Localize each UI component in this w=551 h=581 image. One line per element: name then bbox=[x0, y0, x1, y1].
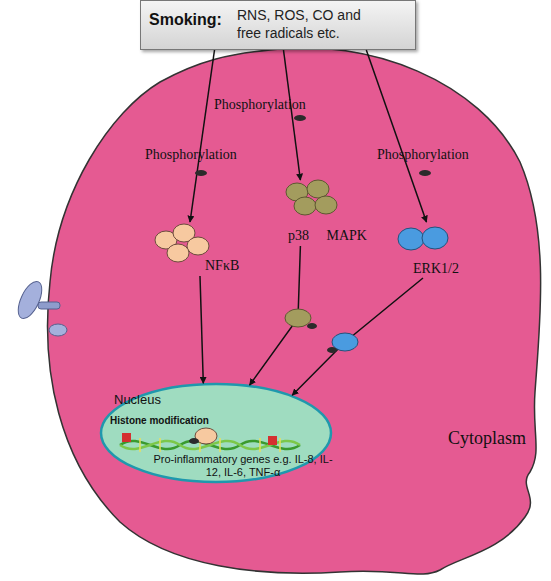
molecule-body bbox=[285, 309, 311, 327]
phosphate-dot bbox=[195, 170, 207, 176]
signal-arrow bbox=[200, 276, 203, 383]
phosphate-dot bbox=[294, 115, 306, 121]
protein-subunit bbox=[307, 180, 329, 198]
source-box: Smoking:RNS, ROS, CO and free radicals e… bbox=[140, 0, 416, 50]
protein-label: ERK1/2 bbox=[413, 261, 473, 277]
phospho-p38-molecule bbox=[285, 309, 317, 329]
protein-label: NFκB bbox=[205, 258, 250, 274]
receptor-stalk bbox=[38, 302, 60, 309]
protein-subunit bbox=[422, 227, 448, 249]
compartment-label: Cytoplasm bbox=[448, 428, 538, 449]
phosphate-dot bbox=[327, 347, 337, 353]
protein-cluster: NFκB bbox=[148, 222, 248, 276]
protein-subunit bbox=[315, 196, 337, 214]
protein-cluster: p38 MAPK bbox=[278, 180, 390, 246]
protein-label: p38 MAPK bbox=[288, 228, 393, 244]
compartment-label: Nucleus bbox=[114, 392, 194, 407]
protein-subunit bbox=[167, 244, 189, 262]
phosphate-dot bbox=[419, 170, 431, 176]
receptor-foot bbox=[49, 324, 67, 336]
phospho-erk-molecule bbox=[327, 333, 358, 353]
gene-list: Pro-inflammatory genes e.g. IL-8, IL-12,… bbox=[148, 453, 338, 479]
phosphate-dot bbox=[307, 323, 317, 329]
source-heading: Smoking: bbox=[149, 11, 235, 29]
protein-subunit bbox=[294, 197, 316, 215]
cell-shape: CytoplasmNFκBp38 MAPKERK1/2NucleusHiston… bbox=[40, 42, 540, 575]
phosphate-dot bbox=[189, 438, 199, 444]
signal-arrow bbox=[190, 50, 215, 222]
signal-arrow bbox=[292, 278, 423, 395]
histone-bound-nfkb bbox=[189, 428, 217, 444]
histone-label: Histone modification bbox=[110, 415, 210, 427]
receptor-head bbox=[13, 278, 46, 322]
protein-subunit bbox=[398, 228, 424, 250]
signal-arrow bbox=[284, 50, 301, 180]
histone-mark bbox=[122, 433, 131, 442]
histone-mark bbox=[268, 436, 277, 445]
receptor-symbol bbox=[13, 278, 67, 336]
source-text: RNS, ROS, CO and free radicals etc. bbox=[237, 6, 387, 42]
cell-membrane bbox=[48, 48, 541, 574]
protein-cluster: ERK1/2 bbox=[395, 222, 465, 278]
protein-subunit bbox=[187, 237, 209, 255]
signal-arrow bbox=[366, 50, 426, 222]
cell-shape-outline bbox=[40, 42, 540, 575]
